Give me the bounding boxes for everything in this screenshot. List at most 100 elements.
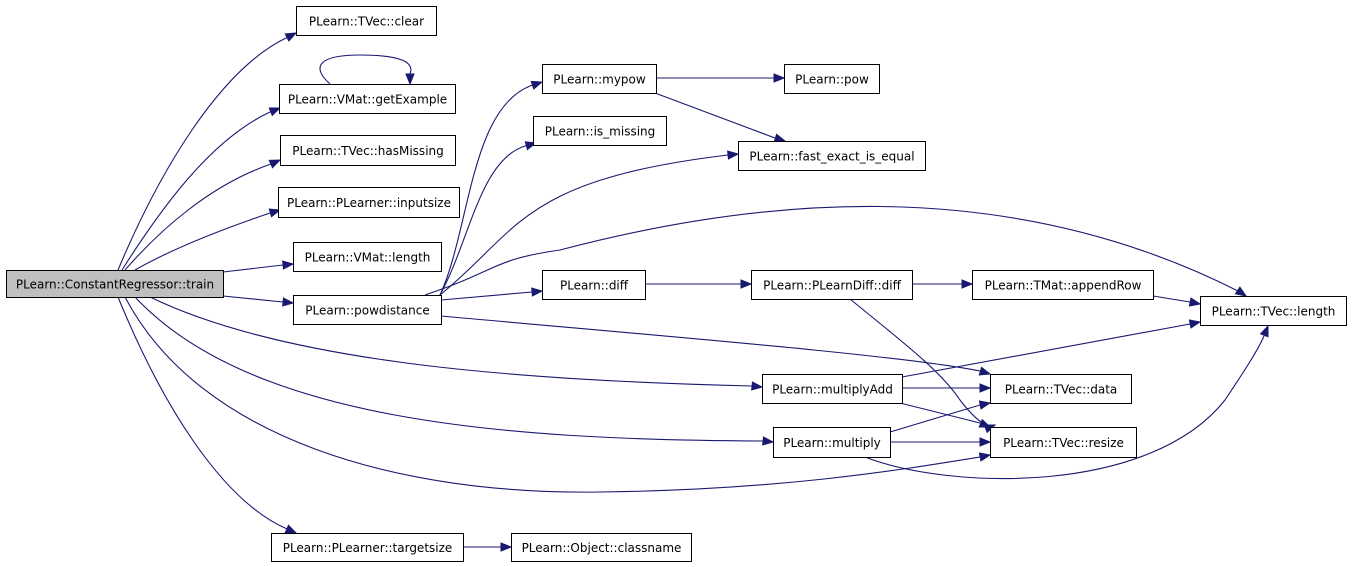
node-pow[interactable]: PLearn::pow [784, 64, 880, 94]
edge-line [134, 296, 764, 442]
node-vmat_length[interactable]: PLearn::VMat::length [293, 242, 442, 272]
node-box [511, 533, 692, 562]
edge-multiplyAdd-to-tvec_length [901, 319, 1202, 378]
edge-multiplyAdd-to-tvec_resize [899, 402, 992, 428]
edge-line [134, 212, 271, 271]
node-label: PLearn::diff [560, 279, 629, 293]
edge-diff-to-plearndiff_diff [645, 279, 753, 289]
node-label: PLearn::TVec::length [1212, 305, 1336, 319]
edge-train-to-vmat_length [222, 260, 295, 273]
node-label: PLearn::TVec::hasMissing [292, 144, 444, 158]
node-box [296, 6, 437, 36]
edge-line [440, 315, 981, 372]
edge-line [124, 296, 981, 493]
node-box [280, 135, 456, 166]
edge-line [424, 205, 1241, 296]
node-diff[interactable]: PLearn::diff [542, 270, 646, 300]
node-label: PLearn::Object::classname [522, 541, 682, 555]
node-tvec_resize[interactable]: PLearn::TVec::resize [990, 427, 1137, 458]
node-tvec_clear[interactable]: PLearn::TVec::clear [296, 6, 437, 36]
node-label: PLearn::VMat::getExample [288, 93, 447, 107]
edge-train-to-plearner_inputsize [134, 208, 282, 271]
node-box [784, 64, 880, 94]
node-multiply[interactable]: PLearn::multiply [773, 427, 891, 458]
node-label: PLearn::fast_exact_is_equal [749, 150, 914, 164]
edge-line [319, 54, 412, 85]
edge-line [439, 85, 531, 296]
node-vmat_getExample[interactable]: PLearn::VMat::getExample [279, 84, 456, 114]
arrowhead-icon [979, 437, 992, 447]
arrowhead-icon [978, 452, 992, 462]
node-powdistance[interactable]: PLearn::powdistance [293, 295, 442, 325]
edge-powdistance-to-mypow [439, 80, 544, 296]
node-label: PLearn::mypow [553, 73, 646, 87]
node-box [279, 84, 456, 114]
node-box [751, 270, 913, 300]
edge-powdistance-to-tvec_data [440, 315, 992, 376]
node-label: PLearn::multiplyAdd [772, 383, 893, 397]
node-box [762, 374, 903, 404]
node-label: PLearn::TVec::clear [309, 15, 424, 29]
node-box [278, 187, 460, 218]
edge-powdistance-to-tvec_length [424, 205, 1248, 297]
edge-multiplyAdd-to-tvec_data [902, 383, 992, 393]
arrowhead-icon [1188, 319, 1202, 329]
edge-line [889, 404, 981, 433]
arrowhead-icon [978, 418, 992, 428]
node-tvec_length[interactable]: PLearn::TVec::length [1200, 296, 1347, 326]
node-is_missing[interactable]: PLearn::is_missing [533, 116, 667, 146]
arrowhead-icon [284, 32, 298, 42]
node-box [542, 270, 646, 300]
edge-line [117, 37, 287, 271]
node-box [293, 242, 442, 272]
arrowhead-icon [284, 524, 298, 534]
node-mypow[interactable]: PLearn::mypow [542, 64, 657, 94]
node-box [738, 141, 926, 171]
arrowhead-icon [727, 150, 740, 160]
node-label: PLearn::powdistance [305, 304, 429, 318]
node-label: PLearn::TVec::data [1005, 383, 1118, 397]
edge-line [654, 92, 776, 139]
arrowhead-icon [979, 383, 992, 393]
edge-train-to-vmat_getExample [121, 107, 282, 271]
edge-powdistance-to-fast_exact_is_equal [439, 150, 740, 296]
arrowhead-icon [773, 133, 787, 143]
edge-plearner_targetsize-to-object_classname [463, 542, 513, 552]
edge-vmat_getExample-to-vmat_getExample [319, 54, 415, 86]
node-plearner_inputsize[interactable]: PLearn::PLearner::inputsize [278, 187, 460, 218]
node-label: PLearn::pow [795, 73, 869, 87]
node-tvec_hasMissing[interactable]: PLearn::TVec::hasMissing [280, 135, 456, 166]
arrowhead-icon [531, 287, 544, 297]
edge-powdistance-to-diff [440, 287, 544, 301]
node-plearndiff_diff[interactable]: PLearn::PLearnDiff::diff [751, 270, 913, 300]
arrowhead-icon [961, 279, 974, 289]
node-tvec_data[interactable]: PLearn::TVec::data [990, 374, 1132, 404]
edges-layer [117, 32, 1269, 552]
node-tmat_appendRow[interactable]: PLearn::TMat::appendRow [972, 270, 1154, 300]
arrowhead-icon [773, 73, 786, 83]
arrowhead-icon [530, 80, 544, 90]
node-object_classname[interactable]: PLearn::Object::classname [511, 533, 692, 562]
node-plearner_targetsize[interactable]: PLearn::PLearner::targetsize [271, 533, 464, 562]
edge-multiply-to-tvec_data [889, 400, 992, 433]
edge-train-to-multiply [134, 296, 775, 446]
node-multiplyAdd[interactable]: PLearn::multiplyAdd [762, 374, 903, 404]
node-box [293, 295, 442, 325]
edge-plearndiff_diff-to-tmat_appendRow [912, 279, 974, 289]
edge-multiply-to-tvec_resize [890, 437, 992, 447]
arrowhead-icon [1259, 324, 1269, 338]
node-box [972, 270, 1154, 300]
edge-line [121, 111, 271, 271]
node-box [271, 533, 464, 562]
arrowhead-icon [740, 279, 753, 289]
node-label: PLearn::PLearner::targetsize [283, 541, 453, 555]
node-box [773, 427, 891, 458]
edge-train-to-tvec_resize [124, 296, 992, 493]
edge-line [439, 154, 729, 296]
edge-train-to-multiplyAdd [149, 296, 764, 391]
arrowhead-icon [751, 381, 764, 391]
node-fast_exact_is_equal[interactable]: PLearn::fast_exact_is_equal [738, 141, 926, 171]
arrowhead-icon [268, 159, 282, 169]
edge-plearndiff_diff-to-tvec_resize [849, 298, 997, 434]
